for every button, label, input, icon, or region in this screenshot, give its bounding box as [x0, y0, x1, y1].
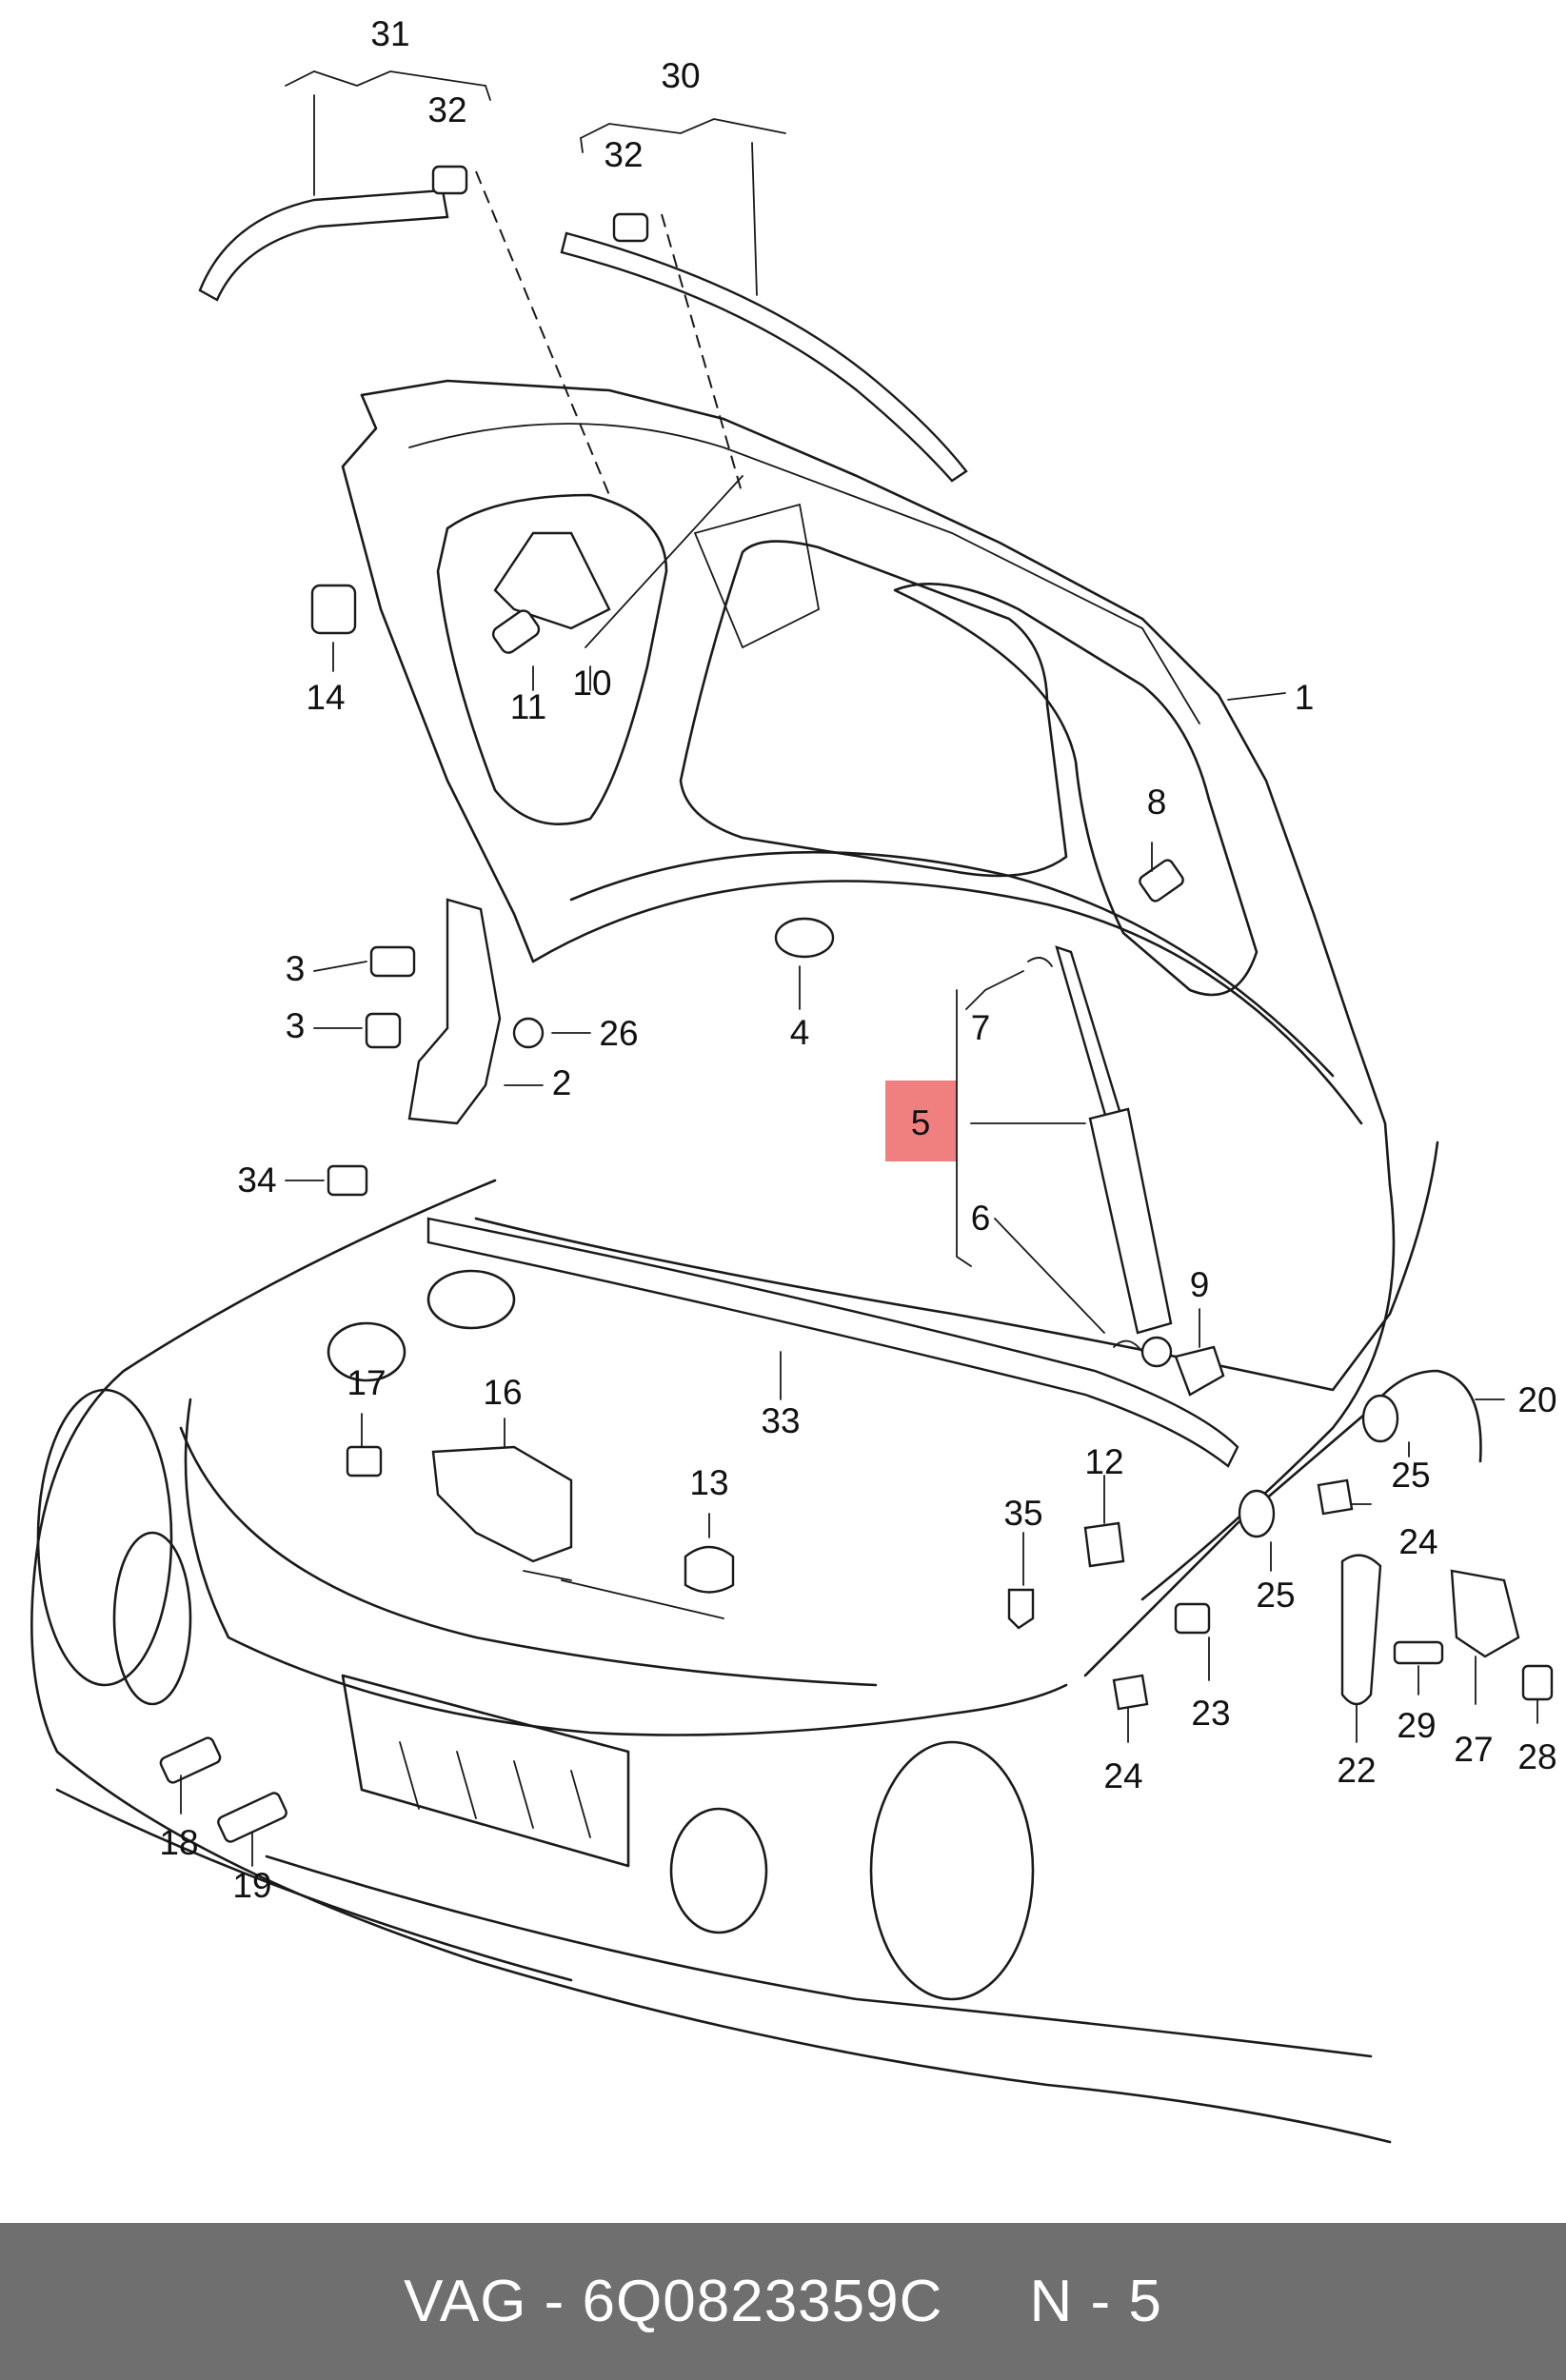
lever-22: [1340, 1554, 1382, 1706]
callout-12: 12: [1084, 1442, 1123, 1481]
callout-2: 2: [552, 1063, 572, 1102]
callout-30: 30: [661, 56, 700, 95]
callout-1: 1: [1295, 678, 1315, 717]
callout-7: 7: [971, 1008, 991, 1047]
screw-29: [1393, 1640, 1444, 1665]
part-number-caption: VAG - 6Q0823359C N - 5: [404, 2269, 1162, 2334]
clip-23: [1174, 1602, 1211, 1635]
callout-3a: 3: [286, 949, 306, 988]
clip-26: [512, 1017, 545, 1049]
callout-13: 13: [689, 1463, 728, 1502]
callout-17: 17: [347, 1363, 386, 1402]
callout-3b: 3: [286, 1006, 306, 1045]
clip-28: [1521, 1664, 1554, 1701]
car-body: [30, 1140, 1439, 2144]
bolt-3b: [365, 1012, 402, 1049]
callout-26: 26: [599, 1014, 638, 1053]
callout-32a: 32: [427, 90, 466, 129]
grommet-25b: [1238, 1489, 1276, 1538]
bolt-18: [159, 1736, 222, 1784]
callout-19: 19: [232, 1866, 271, 1905]
callout-28: 28: [1517, 1737, 1556, 1776]
bracket-27: [1450, 1569, 1520, 1658]
hood-seal-33: [426, 1217, 1239, 1468]
callout-25b: 25: [1256, 1576, 1295, 1615]
callout-24b: 24: [1398, 1522, 1437, 1561]
hood-seal-30: [560, 231, 968, 483]
callout-5: 5: [911, 1103, 931, 1142]
callout-10: 10: [572, 664, 611, 703]
bolt-8: [1139, 859, 1184, 902]
callout-9: 9: [1190, 1265, 1210, 1304]
callout-22: 22: [1337, 1751, 1376, 1790]
clip-34: [327, 1164, 368, 1197]
grommet-25a: [1361, 1394, 1399, 1443]
footer-bar: VAG - 6Q0823359C N - 5: [0, 2223, 1566, 2380]
clip-24b: [1317, 1478, 1354, 1516]
handle-4: [774, 917, 835, 959]
gas-strut-body: [1088, 1107, 1173, 1335]
callout-31: 31: [370, 14, 409, 53]
callout-6: 6: [971, 1199, 991, 1238]
gas-strut-5: [1055, 945, 1125, 1130]
clip-35: [1007, 1588, 1035, 1630]
callout-25a: 25: [1391, 1456, 1430, 1495]
buffer-13: [684, 1545, 735, 1594]
clip-32b: [612, 212, 649, 243]
callout-29: 29: [1397, 1706, 1436, 1745]
callout-27: 27: [1454, 1730, 1493, 1769]
callout-8: 8: [1147, 783, 1167, 822]
parts-diagram: 31 30 32 32 1 14 11 10 8 3 3 26 2 4 7 5 …: [30, 14, 1557, 2144]
callout-33: 33: [761, 1401, 800, 1440]
callout-18: 18: [159, 1823, 198, 1862]
callout-16: 16: [483, 1373, 522, 1412]
callout-14: 14: [306, 678, 345, 717]
callout-32b: 32: [604, 135, 643, 174]
callout-23: 23: [1191, 1694, 1230, 1733]
buffer-14: [310, 584, 357, 635]
callout-labels: 31 30 32 32 1 14 11 10 8 3 3 26 2 4 7 5 …: [159, 14, 1556, 1905]
bracket-12: [1083, 1521, 1125, 1568]
callout-35: 35: [1003, 1494, 1042, 1533]
callout-4: 4: [790, 1013, 810, 1052]
seal-31: [198, 188, 449, 302]
bolt-3a: [369, 945, 416, 978]
strut-end: [1140, 1336, 1173, 1368]
bolt-11: [491, 609, 541, 654]
callout-34: 34: [237, 1160, 276, 1200]
callout-24a: 24: [1103, 1756, 1142, 1795]
leader-lines: [180, 70, 1538, 1867]
hood: [341, 379, 1392, 1187]
clip-24a: [1112, 1674, 1149, 1711]
clip-32a: [431, 165, 468, 195]
highlight-box: [885, 1081, 957, 1161]
callout-11: 11: [510, 687, 546, 726]
connector-17: [346, 1445, 383, 1478]
callout-20: 20: [1517, 1380, 1556, 1419]
hinge-2: [407, 898, 502, 1125]
striker-10: [493, 531, 611, 630]
bracket-9: [1174, 1345, 1225, 1397]
lock-16: [431, 1445, 573, 1563]
bolt-19: [217, 1792, 287, 1843]
